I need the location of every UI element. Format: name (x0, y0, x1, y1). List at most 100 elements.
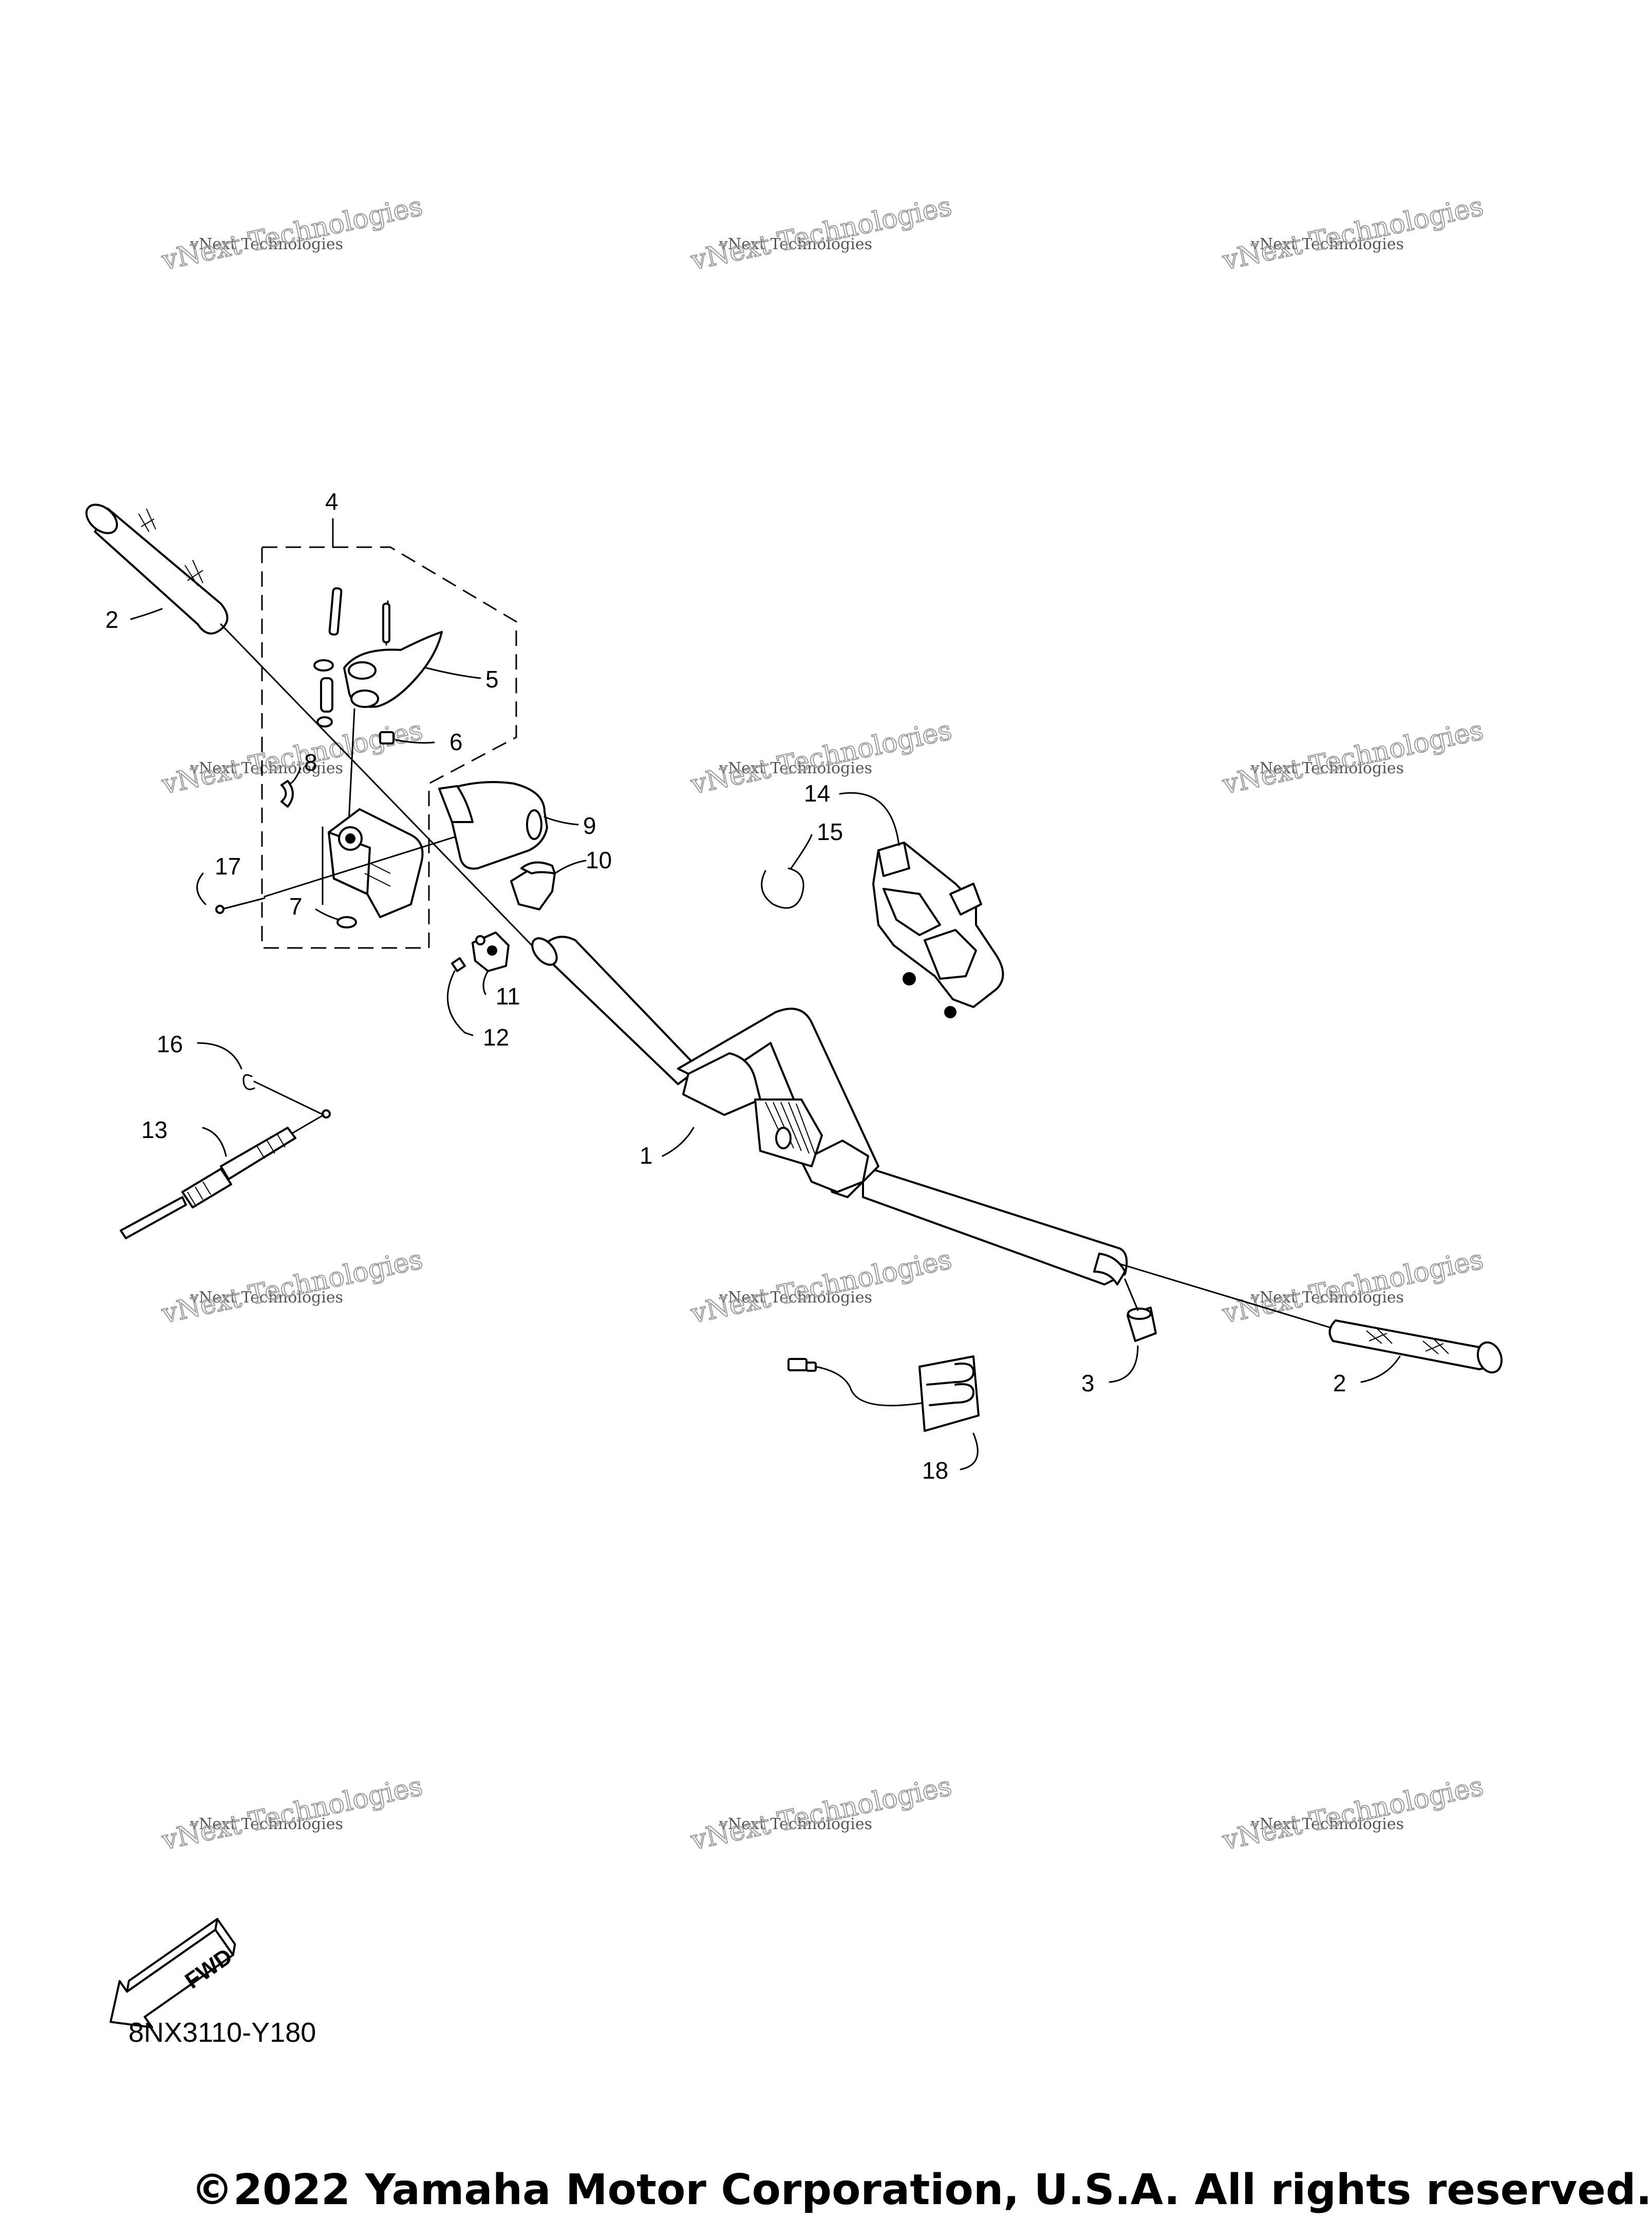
washers (313, 659, 334, 728)
callout-2-left: 2 (105, 606, 119, 633)
axis-line-screw (264, 829, 479, 898)
washer-7 (336, 916, 357, 928)
copyright-notice: ©2022 Yamaha Motor Corporation, U.S.A. A… (191, 2166, 1652, 2214)
callout-11: 11 (496, 983, 520, 1010)
right-grip (1328, 1319, 1503, 1374)
svg-text:vNext Technologies: vNext Technologies (719, 759, 872, 777)
callout-12: 12 (483, 1024, 509, 1051)
svg-text:vNext Technologies: vNext Technologies (159, 1244, 425, 1330)
end-cap-3 (1127, 1307, 1157, 1342)
callout-17: 17 (215, 853, 241, 880)
callout-labels: 1 2 2 3 4 5 6 7 8 9 10 11 12 13 14 15 16… (105, 488, 1346, 1484)
leader-9 (543, 816, 579, 826)
throttle-lever (328, 587, 443, 708)
svg-text:vNext Technologies: vNext Technologies (688, 1244, 954, 1330)
svg-text:vNext Technologies: vNext Technologies (159, 191, 425, 276)
part-10 (510, 861, 556, 910)
leader-6 (395, 739, 435, 744)
leader-16 (197, 1042, 242, 1070)
callout-8: 8 (304, 749, 317, 776)
axis-line-right (1119, 1263, 1342, 1332)
leader-10 (554, 860, 587, 874)
cable-13 (120, 1109, 331, 1239)
svg-text:vNext Technologies: vNext Technologies (190, 759, 343, 777)
callout-5: 5 (485, 666, 499, 693)
parts-diagram: vNext Technologies vNext Technologies vN… (85, 191, 1503, 2028)
svg-text:vNext Technologies: vNext Technologies (1219, 1771, 1486, 1856)
handlebar-1 (531, 936, 1128, 1285)
callout-2-right: 2 (1333, 1370, 1346, 1396)
leader-7 (315, 908, 340, 921)
leader-8 (289, 767, 302, 785)
leader-14 (839, 792, 900, 846)
svg-text:vNext Technologies: vNext Technologies (1250, 1815, 1404, 1833)
leader-18 (960, 1432, 979, 1470)
svg-text:vNext Technologies: vNext Technologies (1250, 759, 1404, 777)
leader-1 (662, 1127, 694, 1157)
leader-3 (1109, 1345, 1139, 1383)
bracket-14 (872, 842, 1004, 1018)
heater-element-18 (787, 1355, 980, 1432)
left-grip (85, 504, 229, 635)
cover-9 (438, 781, 548, 870)
callout-9: 9 (583, 812, 596, 839)
diagram-code: 8NX3110-Y180 (128, 2017, 316, 2048)
ring-15 (761, 867, 804, 909)
svg-text:vNext Technologies: vNext Technologies (688, 191, 954, 276)
screw-12 (451, 957, 466, 972)
callout-7: 7 (289, 893, 303, 920)
callout-1: 1 (640, 1142, 653, 1169)
watermark: vNext Technologies vNext Technologies (158, 1771, 426, 1857)
callout-16: 16 (157, 1031, 183, 1057)
assembly-box (261, 546, 517, 949)
callout-6: 6 (449, 729, 463, 755)
leader-13 (202, 1127, 227, 1157)
svg-text:vNext Technologies: vNext Technologies (1219, 715, 1486, 800)
svg-text:vNext Technologies: vNext Technologies (719, 235, 872, 253)
svg-text:vNext Technologies: vNext Technologies (190, 1289, 343, 1307)
callout-4: 4 (325, 488, 339, 515)
watermark: vNext Technologies vNext Technologies (687, 1244, 955, 1330)
watermark: vNext Technologies vNext Technologies (1219, 715, 1487, 801)
svg-text:vNext Technologies: vNext Technologies (159, 1771, 425, 1856)
axis-line-left (220, 623, 538, 952)
svg-text:vNext Technologies: vNext Technologies (719, 1815, 872, 1833)
axis-line-lever (347, 708, 355, 833)
svg-text:vNext Technologies: vNext Technologies (719, 1289, 872, 1307)
callout-10: 10 (586, 847, 612, 873)
callout-15: 15 (817, 818, 843, 845)
watermark: vNext Technologies vNext Technologies (158, 191, 426, 277)
nut-6 (379, 731, 395, 744)
pin-8 (280, 780, 294, 808)
svg-text:vNext Technologies: vNext Technologies (1219, 1244, 1486, 1330)
watermark: vNext Technologies vNext Technologies (687, 1771, 955, 1857)
leader-5 (425, 667, 481, 679)
leader-2-right (1360, 1355, 1401, 1383)
svg-text:vNext Technologies: vNext Technologies (1250, 1289, 1404, 1307)
leader-15 (790, 834, 813, 869)
axis-line-cap (1124, 1278, 1139, 1311)
switch-11 (472, 931, 510, 972)
fwd-arrow-icon (109, 1917, 236, 2028)
svg-text:vNext Technologies: vNext Technologies (1250, 235, 1404, 253)
svg-text:vNext Technologies: vNext Technologies (190, 1815, 343, 1833)
watermark: vNext Technologies vNext Technologies (1219, 1244, 1487, 1330)
axis-line-cable (253, 1080, 325, 1116)
switch-housing (328, 808, 424, 918)
leader-2-left (130, 608, 163, 620)
screw-17 (215, 897, 266, 914)
watermark: vNext Technologies vNext Technologies (1219, 1771, 1487, 1857)
svg-text:vNext Technologies: vNext Technologies (190, 235, 343, 253)
svg-text:vNext Technologies: vNext Technologies (1219, 191, 1486, 276)
callout-3: 3 (1081, 1370, 1095, 1396)
callout-13: 13 (141, 1116, 167, 1143)
watermark: vNext Technologies vNext Technologies (687, 191, 955, 277)
clip-16 (242, 1074, 255, 1090)
leader-12 (446, 970, 474, 1036)
callout-14: 14 (804, 780, 830, 807)
callout-18: 18 (922, 1457, 948, 1484)
leader-11 (482, 970, 489, 995)
svg-text:vNext Technologies: vNext Technologies (688, 1771, 954, 1856)
watermark-group: vNext Technologies vNext Technologies vN… (158, 191, 1487, 1857)
leader-17 (196, 872, 206, 905)
